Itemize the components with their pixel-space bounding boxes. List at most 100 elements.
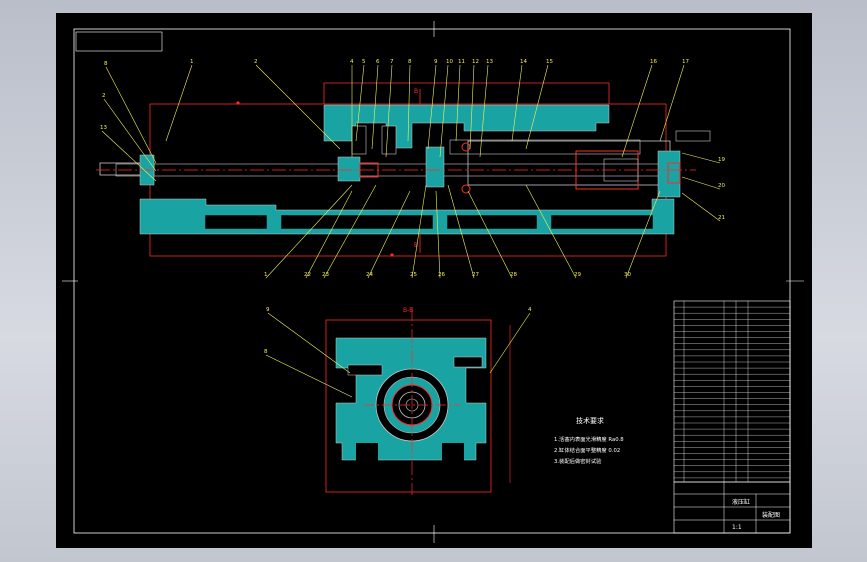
bottom-callout-7: 28 [510, 272, 517, 278]
right-callout-2-line [681, 192, 721, 222]
top-callout-7: 9 [434, 59, 438, 65]
top-callout-1: 2 [254, 59, 258, 65]
top-callout-12: 14 [520, 59, 527, 65]
top-callout-0: 1 [190, 59, 194, 65]
section-label-bottom: B [414, 242, 418, 249]
top-callout-8: 10 [446, 59, 453, 65]
top-callout-9-line [455, 64, 461, 142]
bottom-callout-6: 27 [472, 272, 479, 278]
section-foot-left [356, 443, 378, 461]
top-callout-11-line [479, 64, 489, 158]
section-slot-left [347, 364, 383, 376]
note-line-2: 2.缸体结合面平整精度 0.02 [554, 446, 620, 454]
section-callout-1: 8 [264, 349, 268, 355]
bottom-callout-8-line [525, 184, 577, 279]
bom-frame [673, 300, 791, 483]
top-callout-13: 15 [546, 59, 553, 65]
bottom-callout-4-line [411, 184, 427, 279]
top-callout-13-line [525, 64, 549, 150]
left-callout-2-line [101, 130, 157, 182]
top-callout-15: 17 [682, 59, 689, 65]
right-callout-1-line [681, 176, 721, 190]
bottom-callout-9-line [625, 190, 661, 279]
right-callout-0-line [681, 152, 721, 164]
top-pocket-2 [381, 125, 397, 155]
housing-top [323, 104, 610, 149]
top-callout-4-line [371, 64, 379, 150]
corner-box [75, 31, 163, 52]
section-label-top: B [414, 88, 418, 95]
top-dimension-outline [323, 82, 610, 104]
bottom-callout-3: 24 [366, 272, 373, 278]
bottom-callout-3-line [367, 190, 411, 279]
top-callout-11: 13 [486, 59, 493, 65]
note-line-1: 1.活塞内表面光滑精度 Ra0.8 [554, 435, 624, 443]
gland-mid [425, 146, 445, 188]
dim-point [236, 101, 240, 105]
left-callout-1: 2 [102, 93, 106, 99]
base-ribs [205, 215, 653, 229]
bottom-callout-4: 25 [410, 272, 417, 278]
top-callout-10-line [469, 64, 475, 150]
bottom-callout-1-line [305, 190, 353, 279]
parts-list-table [673, 300, 791, 483]
top-callout-8-line [439, 64, 449, 158]
bolt-1 [461, 142, 471, 152]
gland-left [337, 156, 361, 182]
top-callout-1-line [255, 64, 341, 150]
section-callout-line-1 [265, 354, 353, 398]
top-callout-3-line [355, 64, 365, 142]
section-callout-line-2 [489, 312, 531, 374]
top-callout-14-line [621, 64, 653, 158]
assembly-main-view [96, 82, 711, 257]
title-block: 液压缸 装配图 1:1 [673, 481, 791, 534]
section-dim-outline [325, 319, 492, 493]
section-leader-lines: 9 8 4 [264, 307, 532, 398]
left-callout-1-line [103, 98, 157, 172]
right-callout-0: 19 [718, 157, 725, 163]
top-callout-5: 7 [390, 59, 394, 65]
top-callout-0-line [165, 64, 193, 142]
bottom-callout-9: 30 [624, 272, 631, 278]
note-line-3: 3.装配后做密封试验 [554, 457, 602, 465]
bottom-callout-0: 1 [264, 272, 268, 278]
bottom-callout-0-line [265, 184, 353, 279]
end-cap-right [657, 150, 681, 198]
top-callout-12-line [511, 64, 523, 142]
notes-title: 技术要求 [576, 416, 604, 425]
top-callout-6-line [407, 64, 411, 142]
end-port [667, 162, 681, 184]
bottom-callout-8: 29 [574, 272, 581, 278]
end-fitting [675, 130, 711, 142]
top-callout-15-line [659, 64, 685, 142]
dim-point-2 [390, 253, 394, 257]
section-slot-right [453, 356, 483, 368]
section-callout-line-0 [267, 312, 351, 374]
top-callout-7-line [427, 64, 437, 150]
top-callout-4: 6 [376, 59, 380, 65]
top-callout-5-line [385, 64, 393, 158]
bolt-2 [461, 184, 471, 194]
bottom-callout-6-line [447, 184, 475, 279]
technical-notes: 技术要求 1.活塞内表面光滑精度 Ra0.8 2.缸体结合面平整精度 0.02 … [554, 416, 624, 465]
top-callout-9: 11 [458, 59, 465, 65]
bottom-callout-7-line [467, 190, 513, 279]
right-callout-1: 20 [718, 183, 725, 189]
top-pocket-1 [351, 125, 367, 155]
left-callout-0: 8 [104, 61, 108, 67]
bottom-callout-5: 26 [438, 272, 445, 278]
right-callout-2: 21 [718, 215, 725, 221]
left-callout-0-line [105, 66, 157, 164]
section-callout-0: 9 [266, 307, 270, 313]
bottom-callout-2: 23 [322, 272, 329, 278]
top-callout-10: 12 [472, 59, 479, 65]
section-callout-2: 4 [528, 307, 532, 313]
title-drawing-name: 液压缸 [732, 498, 750, 506]
bottom-callout-5-line [435, 190, 441, 279]
section-title: B-B [403, 307, 413, 314]
piston-rod-upper [449, 139, 641, 155]
title-unit-name: 装配图 [762, 511, 780, 519]
